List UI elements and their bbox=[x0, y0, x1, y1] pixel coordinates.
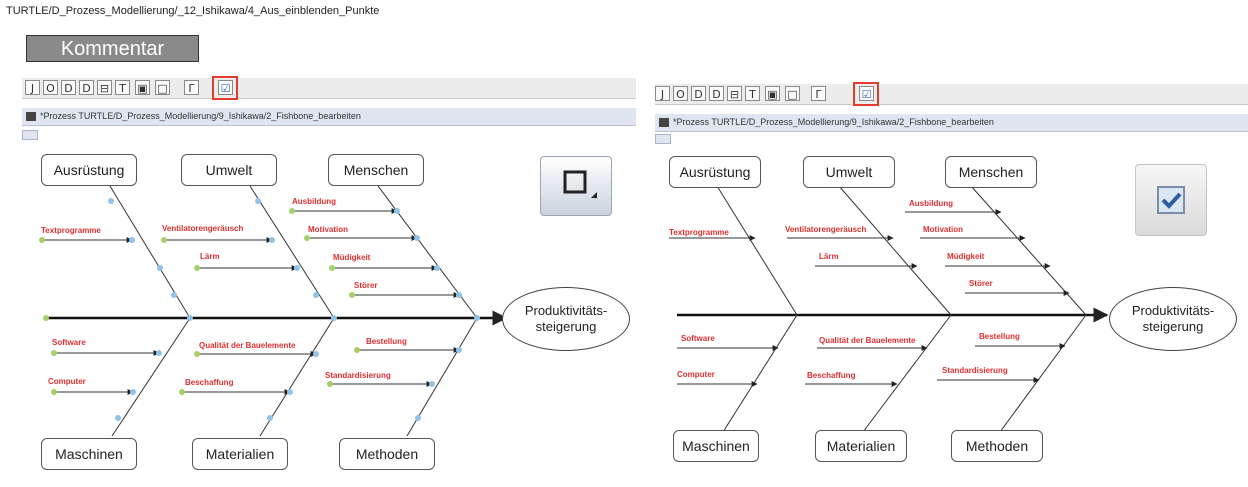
right-diagram-panel: J O D D ⊟ T ▣ □ Γ ☑ *Prozess TURTLE/D_Pr… bbox=[655, 82, 1248, 474]
cause-label: Müdigkeit bbox=[947, 252, 985, 261]
checkbox-tool-enlarged-icon bbox=[1135, 164, 1207, 236]
left-fishbone-lines bbox=[39, 185, 509, 437]
cause-label: Ventilatorengeräusch bbox=[162, 224, 244, 233]
highlight-frame bbox=[853, 82, 879, 106]
cause-label: Störer bbox=[354, 281, 378, 290]
left-blue-points bbox=[108, 198, 509, 421]
category-materialien[interactable]: Materialien bbox=[192, 438, 288, 470]
category-menschen[interactable]: Menschen bbox=[328, 154, 424, 186]
category-ausruestung[interactable]: Ausrüstung bbox=[669, 156, 761, 188]
window-icon bbox=[659, 118, 669, 128]
tool-table-icon[interactable]: ⊟ bbox=[97, 80, 112, 95]
category-methoden[interactable]: Methoden bbox=[951, 430, 1043, 462]
category-umwelt[interactable]: Umwelt bbox=[181, 154, 277, 186]
tool-shape-1-icon[interactable]: J bbox=[25, 80, 40, 95]
breadcrumb: TURTLE/D_Prozess_Modellierung/_12_Ishika… bbox=[6, 5, 380, 17]
right-window-title: *Prozess TURTLE/D_Prozess_Modellierung/9… bbox=[655, 114, 1248, 132]
cause-label: Motivation bbox=[923, 225, 963, 234]
left-window-title: *Prozess TURTLE/D_Prozess_Modellierung/9… bbox=[22, 108, 636, 126]
tool-checkbox-icon[interactable]: ☑ bbox=[218, 80, 233, 95]
cause-label: Computer bbox=[48, 377, 86, 386]
cause-label: Ausbildung bbox=[909, 199, 953, 208]
highlight-frame bbox=[212, 76, 238, 100]
tool-connector-icon[interactable]: Γ bbox=[811, 86, 826, 101]
category-maschinen[interactable]: Maschinen bbox=[673, 430, 759, 462]
right-fishbone-lines bbox=[669, 185, 1109, 433]
cause-label: Software bbox=[681, 334, 715, 343]
tool-text-icon[interactable]: T bbox=[115, 80, 130, 95]
cause-label: Beschaffung bbox=[185, 378, 234, 387]
left-collapse-button[interactable] bbox=[22, 130, 38, 140]
category-ausruestung[interactable]: Ausrüstung bbox=[41, 154, 137, 186]
cause-label: Motivation bbox=[308, 225, 348, 234]
cause-label: Lärm bbox=[819, 252, 839, 261]
tool-image-icon[interactable]: ▣ bbox=[135, 80, 150, 95]
tool-image-icon[interactable]: ▣ bbox=[765, 86, 780, 101]
tool-rectangle-icon[interactable]: □ bbox=[785, 86, 800, 101]
cause-label: Bestellung bbox=[366, 337, 407, 346]
category-menschen[interactable]: Menschen bbox=[945, 156, 1037, 188]
tool-table-icon[interactable]: ⊟ bbox=[727, 86, 742, 101]
left-green-points bbox=[39, 208, 360, 395]
category-materialien[interactable]: Materialien bbox=[815, 430, 907, 462]
tool-circle-icon[interactable]: O bbox=[673, 86, 688, 101]
cause-label: Textprogramme bbox=[669, 228, 729, 237]
window-icon bbox=[26, 112, 36, 122]
cause-label: Textprogramme bbox=[41, 226, 101, 235]
category-umwelt[interactable]: Umwelt bbox=[803, 156, 895, 188]
tool-delay-icon[interactable]: D bbox=[691, 86, 706, 101]
comment-button[interactable]: Kommentar bbox=[26, 35, 199, 62]
cause-label: Störer bbox=[969, 279, 993, 288]
cause-label: Standardisierung bbox=[942, 366, 1008, 375]
cause-label: Software bbox=[52, 338, 86, 347]
cause-label: Ventilatorengeräusch bbox=[785, 225, 867, 234]
left-diagram-panel: J O D D ⊟ T ▣ □ Γ ☑ *Prozess TURTLE/D_Pr… bbox=[22, 76, 636, 478]
cause-label: Lärm bbox=[200, 252, 220, 261]
cause-label: Müdigkeit bbox=[333, 253, 371, 262]
right-collapse-button[interactable] bbox=[655, 134, 671, 144]
tool-display-icon[interactable]: D bbox=[79, 80, 94, 95]
cause-label: Ausbildung bbox=[292, 197, 336, 206]
effect-ellipse[interactable]: Produktivitäts- steigerung bbox=[1109, 287, 1237, 351]
category-maschinen[interactable]: Maschinen bbox=[41, 438, 137, 470]
tool-shape-1-icon[interactable]: J bbox=[655, 86, 670, 101]
tool-display-icon[interactable]: D bbox=[709, 86, 724, 101]
left-toolbar: J O D D ⊟ T ▣ □ Γ ☑ bbox=[22, 76, 636, 100]
tool-connector-icon[interactable]: Γ bbox=[184, 80, 199, 95]
category-methoden[interactable]: Methoden bbox=[339, 438, 435, 470]
cause-label: Standardisierung bbox=[325, 371, 391, 380]
cause-label: Qualität der Bauelemente bbox=[199, 341, 296, 350]
cause-label: Beschaffung bbox=[807, 371, 856, 380]
tool-rectangle-icon[interactable]: □ bbox=[155, 80, 170, 95]
effect-ellipse[interactable]: Produktivitäts- steigerung bbox=[502, 287, 630, 351]
rectangle-tool-enlarged-icon bbox=[540, 156, 612, 216]
cause-label: Computer bbox=[677, 370, 715, 379]
tool-circle-icon[interactable]: O bbox=[43, 80, 58, 95]
tool-checkbox-icon[interactable]: ☑ bbox=[859, 86, 874, 101]
cause-label: Qualität der Bauelemente bbox=[819, 336, 916, 345]
cause-label: Bestellung bbox=[979, 332, 1020, 341]
tool-text-icon[interactable]: T bbox=[745, 86, 760, 101]
right-toolbar: J O D D ⊟ T ▣ □ Γ ☑ bbox=[655, 82, 1248, 106]
tool-delay-icon[interactable]: D bbox=[61, 80, 76, 95]
